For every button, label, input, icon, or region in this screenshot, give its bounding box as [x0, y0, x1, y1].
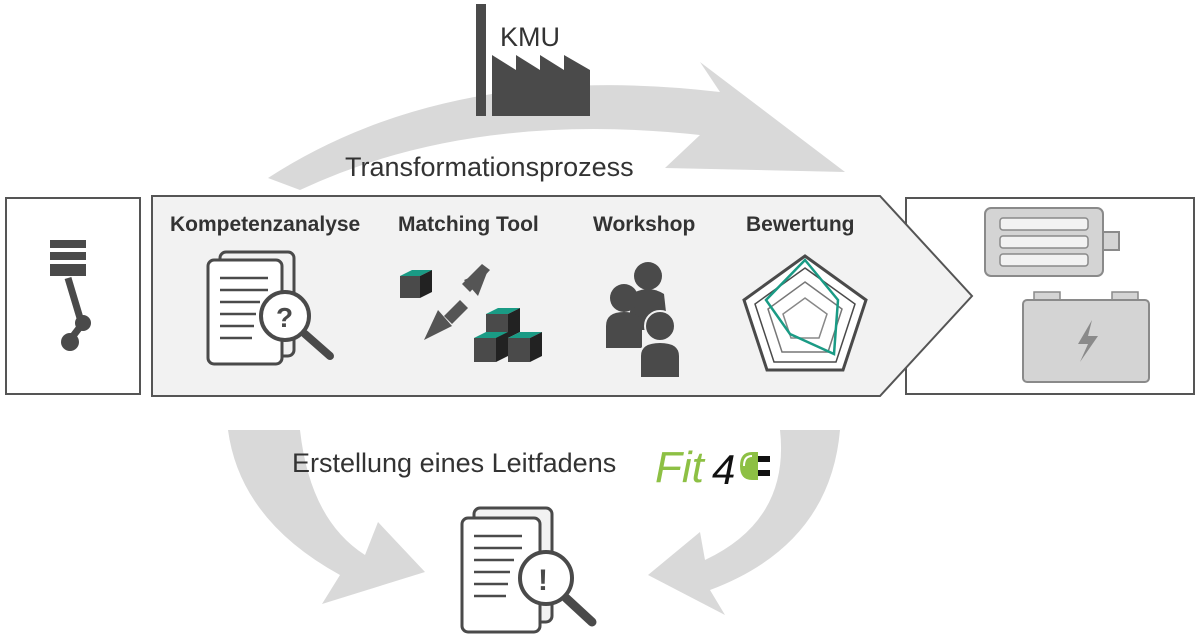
step-label-kompetenzanalyse: Kompetenzanalyse	[170, 213, 360, 236]
fit4e-logo: Fit 4	[655, 443, 770, 493]
top-curved-arrow	[268, 62, 845, 190]
electric-motor-icon	[984, 207, 1120, 277]
step-label-bewertung: Bewertung	[746, 213, 855, 236]
radar-chart-icon	[742, 254, 868, 372]
logo-text-fit: Fit	[655, 443, 706, 492]
company-label: KMU	[500, 22, 560, 52]
matching-cubes-arrows-icon	[400, 264, 542, 362]
plug-icon	[740, 452, 770, 480]
guideline-label: Erstellung eines Leitfadens	[292, 448, 616, 478]
step-label-matching-tool: Matching Tool	[398, 213, 539, 236]
people-group-icon	[606, 262, 681, 379]
factory-icon	[476, 4, 590, 116]
documents-question-magnifier-icon: ?	[206, 250, 334, 366]
bottom-left-curved-arrow	[228, 430, 425, 604]
document-exclamation-magnifier-icon: !	[460, 506, 597, 634]
svg-text:!: !	[538, 564, 548, 597]
battery-icon	[1022, 291, 1150, 383]
bottom-right-curved-arrow	[648, 430, 840, 615]
step-label-workshop: Workshop	[593, 213, 695, 236]
logo-digit-4: 4	[712, 446, 735, 493]
piston-crankshaft-icon	[50, 240, 91, 351]
process-label: Transformationsprozess	[345, 152, 634, 182]
svg-text:?: ?	[276, 302, 293, 333]
